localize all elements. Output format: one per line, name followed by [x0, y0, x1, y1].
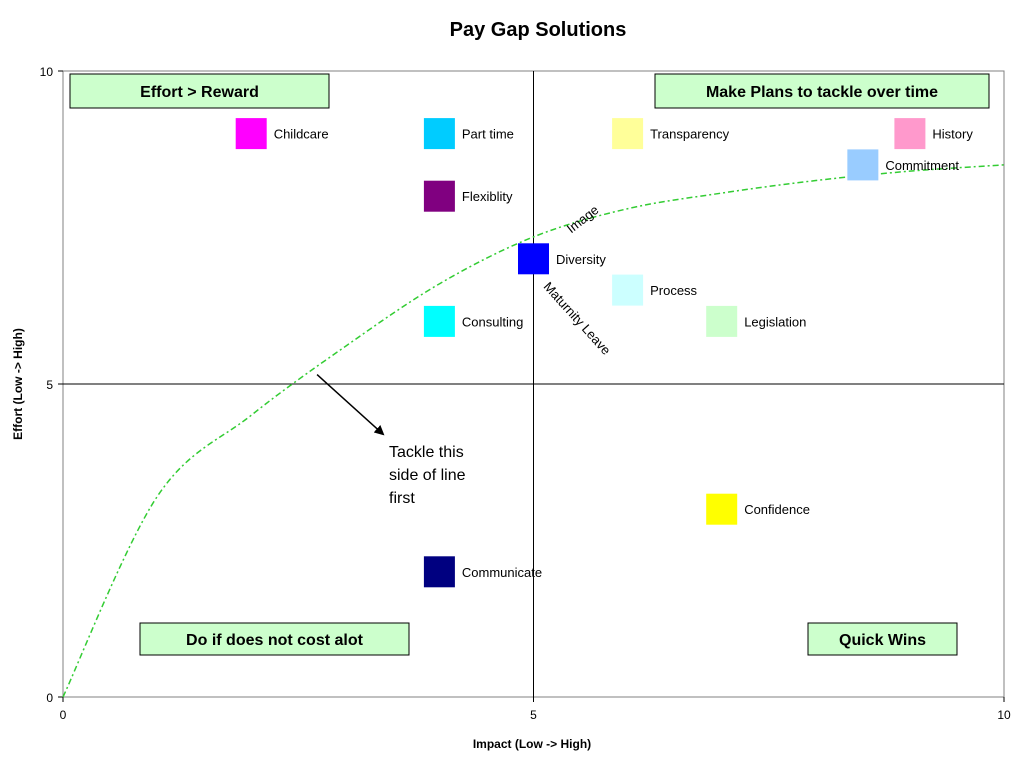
quadrant-box-label: Quick Wins	[839, 632, 926, 649]
x-tick-label: 5	[530, 708, 537, 722]
data-point	[423, 180, 455, 212]
quadrant-box-top-right	[654, 73, 990, 109]
data-point	[706, 305, 738, 337]
data-point	[706, 493, 738, 525]
x-axis-title: Impact (Low -> High)	[473, 737, 591, 751]
data-point-label: Part time	[462, 127, 514, 142]
y-tick-label: 10	[40, 65, 54, 79]
data-point	[518, 243, 549, 275]
y-tick-label: 5	[46, 378, 53, 392]
rotated-label: Image	[564, 202, 602, 236]
quadrant-box-label: Effort > Reward	[140, 84, 259, 101]
y-tick-label: 0	[46, 691, 53, 705]
data-point	[423, 305, 455, 337]
data-point-label: Commitment	[885, 158, 959, 173]
data-point	[612, 118, 644, 150]
quadrant-box-top-left	[69, 73, 330, 109]
data-point	[847, 149, 879, 181]
annotation-text-line: side of line	[389, 467, 466, 484]
annotation-text-line: Tackle this	[389, 444, 464, 461]
data-point	[423, 556, 455, 588]
data-point-label: Diversity	[556, 252, 606, 267]
data-point-label: Process	[650, 283, 697, 298]
data-point-label: Confidence	[744, 502, 810, 517]
data-point	[612, 274, 644, 306]
data-point-label: Childcare	[274, 127, 329, 142]
chart-title: Pay Gap Solutions	[450, 19, 627, 41]
data-point-label: Communicate	[462, 565, 542, 580]
data-point	[423, 118, 455, 150]
data-point-label: Legislation	[744, 314, 806, 329]
quadrant-box-label: Make Plans to tackle over time	[706, 84, 938, 101]
data-point-label: Transparency	[650, 127, 729, 142]
data-point-label: History	[932, 127, 973, 142]
annotation-arrow	[316, 374, 385, 436]
data-point	[894, 118, 926, 150]
rotated-label: Maturnity Leave	[541, 279, 614, 358]
quadrant-box-label: Do if does not cost alot	[186, 632, 364, 649]
x-tick-label: 10	[997, 708, 1011, 722]
annotation-text-line: first	[389, 490, 415, 507]
y-axis-title: Effort (Low -> High)	[11, 328, 25, 440]
quadrant-box-bottom-right	[807, 622, 958, 656]
quadrant-box-bottom-left	[139, 622, 410, 656]
data-point-label: Consulting	[462, 314, 523, 329]
data-point-label: Flexiblity	[462, 189, 513, 204]
trend-curve	[62, 164, 1005, 698]
data-point	[235, 118, 267, 150]
x-tick-label: 0	[60, 708, 67, 722]
